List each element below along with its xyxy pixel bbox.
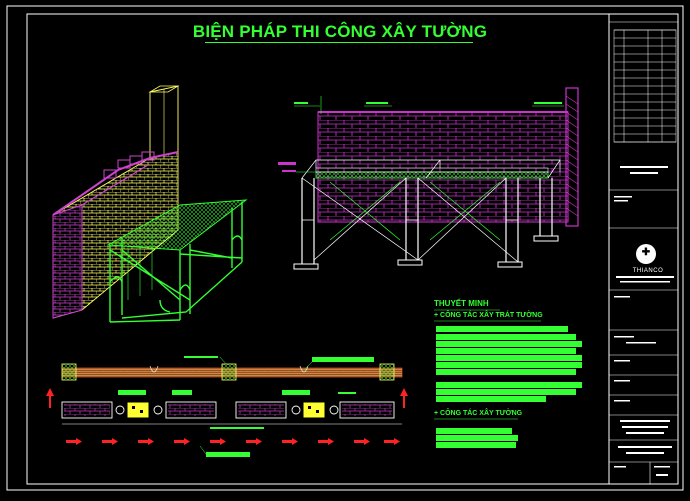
wall-section-strip (46, 356, 408, 457)
notes-heading: THUYẾT MINH (434, 299, 489, 308)
title-block (608, 14, 678, 484)
drawing-frame (26, 13, 679, 485)
isometric-wall-view (52, 85, 248, 323)
company-logo-icon: ✚ (636, 244, 656, 264)
company-name: THIANCO (632, 268, 664, 274)
notes-block (434, 309, 582, 448)
wall-elevation-view (278, 87, 579, 270)
sheet-border (6, 5, 684, 491)
notes-section-1: + CÔNG TÁC XÂY TRÁT TƯỜNG (434, 312, 543, 319)
drawing-title: BIỆN PHÁP THI CÔNG XÂY TƯỜNG (192, 22, 488, 41)
title-underline (205, 42, 473, 43)
notes-section-2: + CÔNG TÁC XÂY TƯỜNG (434, 410, 523, 417)
